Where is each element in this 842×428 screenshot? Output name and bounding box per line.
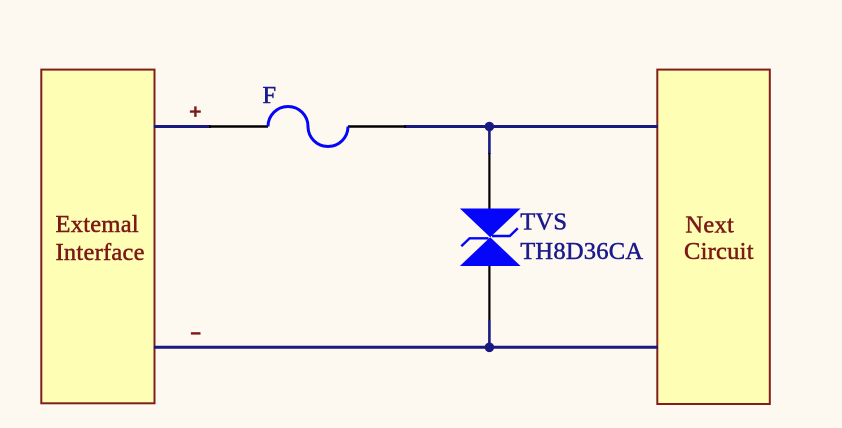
svg-text:Next: Next <box>685 211 734 238</box>
svg-text:TH8D36CA: TH8D36CA <box>520 238 643 265</box>
svg-text:Extemal: Extemal <box>56 211 139 238</box>
svg-text:F: F <box>263 82 277 109</box>
svg-text:Interface: Interface <box>56 239 145 266</box>
svg-text:Circuit: Circuit <box>684 238 754 265</box>
svg-text:TVS: TVS <box>520 208 567 235</box>
